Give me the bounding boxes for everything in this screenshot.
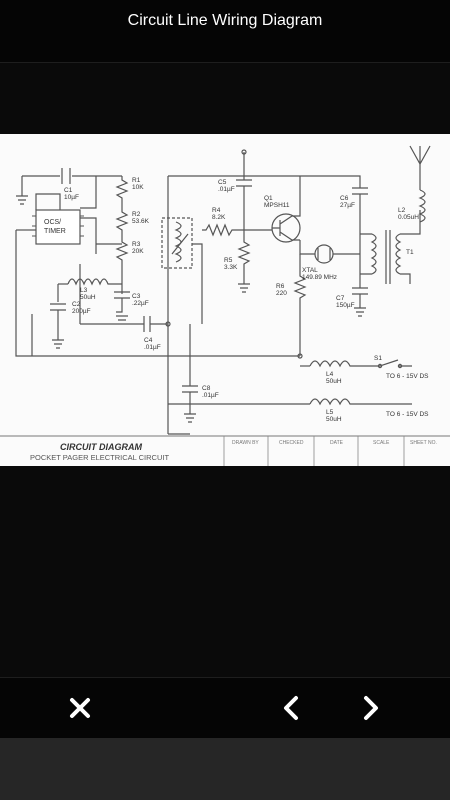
value-c8: .01µF	[202, 392, 219, 399]
label-l5: L5	[326, 409, 334, 416]
label-c3: C3	[132, 293, 141, 300]
value-r1: 10K	[132, 184, 144, 191]
value-r3: 20K	[132, 248, 144, 255]
label-r3: R3	[132, 241, 141, 248]
supply-label-1: TO 6 - 15V DS	[386, 373, 429, 380]
value-c6: 27µF	[340, 202, 355, 209]
value-r5: 3.3K	[224, 264, 238, 271]
value-c7: 150µF	[336, 302, 355, 309]
field-date: DATE	[330, 440, 344, 446]
value-xtal: 149.89 MHz	[302, 274, 337, 281]
system-navigation-bar	[0, 738, 450, 800]
label-c5: C5	[218, 179, 227, 186]
title-block-subheading: POCKET PAGER ELECTRICAL CIRCUIT	[30, 453, 169, 462]
label-c1: C1	[64, 187, 73, 194]
value-c1: 10µF	[64, 194, 79, 201]
label-c7: C7	[336, 295, 345, 302]
value-c4: .01µF	[144, 344, 161, 351]
label-c4: C4	[144, 337, 153, 344]
label-q1: Q1	[264, 195, 273, 202]
label-l2: L2	[398, 207, 406, 214]
value-c2: 200µF	[72, 308, 91, 315]
label-s1: S1	[374, 355, 382, 362]
value-r6: 220	[276, 290, 287, 297]
chevron-right-icon	[364, 696, 378, 720]
circuit-diagram-image[interactable]: C1 10µF R1 10K R2 53.6K R3 20K OCS/ TIME…	[0, 134, 450, 466]
label-ic-line1: OCS/	[44, 219, 61, 226]
top-app-bar: Circuit Line Wiring Diagram	[0, 0, 450, 63]
value-l2: 0.05uH	[398, 214, 419, 221]
next-button[interactable]	[350, 688, 390, 728]
value-l5: 50uH	[326, 416, 342, 423]
value-c3: .22µF	[132, 300, 149, 307]
field-scale: SCALE	[373, 440, 390, 446]
title-block-heading: CIRCUIT DIAGRAM	[60, 442, 142, 452]
label-t1: T1	[406, 249, 414, 256]
label-xtal: XTAL	[302, 267, 318, 274]
value-l4: 50uH	[326, 378, 342, 385]
label-r1: R1	[132, 177, 141, 184]
viewer-controls	[0, 677, 450, 739]
value-r2: 53.6K	[132, 218, 150, 225]
value-l3: 50uH	[80, 294, 96, 301]
label-c2: C2	[72, 301, 81, 308]
label-r6: R6	[276, 283, 285, 290]
label-l4: L4	[326, 371, 334, 378]
label-ic-line2: TIMER	[44, 228, 66, 235]
previous-button[interactable]	[272, 688, 312, 728]
field-drawn-by: DRAWN BY	[232, 440, 259, 446]
label-r2: R2	[132, 211, 141, 218]
supply-label-2: TO 6 - 15V DS	[386, 411, 429, 418]
close-button[interactable]	[60, 688, 100, 728]
label-c6: C6	[340, 195, 349, 202]
field-checked: CHECKED	[279, 440, 304, 446]
title-block: CIRCUIT DIAGRAM POCKET PAGER ELECTRICAL …	[0, 435, 450, 466]
value-c5: .01µF	[218, 186, 235, 193]
label-r4: R4	[212, 207, 221, 214]
circuit-schematic: C1 10µF R1 10K R2 53.6K R3 20K OCS/ TIME…	[0, 145, 450, 466]
page-title: Circuit Line Wiring Diagram	[127, 12, 323, 29]
label-c8: C8	[202, 385, 211, 392]
label-l3: L3	[80, 287, 88, 294]
value-r4: 8.2K	[212, 214, 226, 221]
close-icon	[70, 698, 90, 718]
field-sheet-no: SHEET NO.	[410, 440, 437, 446]
label-r5: R5	[224, 257, 233, 264]
chevron-left-icon	[284, 696, 298, 720]
value-q1: MPSH11	[264, 202, 290, 209]
